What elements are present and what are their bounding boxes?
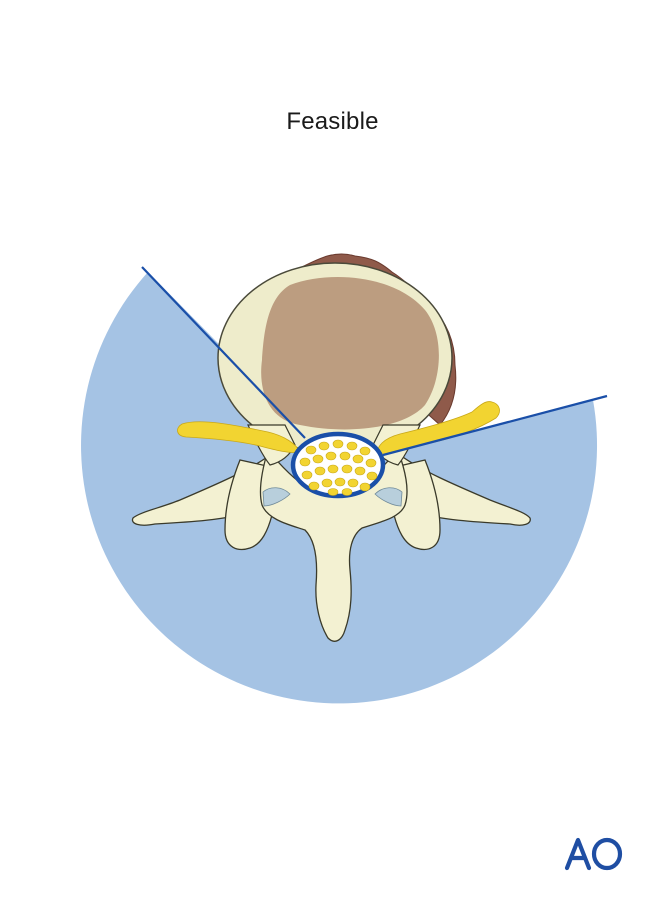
left-trajectory-line (141, 266, 306, 439)
vertebral-body (217, 253, 457, 454)
figure-title: Feasible (286, 108, 379, 135)
left-facet-cartilage (262, 487, 291, 507)
vertebral-body-core (261, 277, 439, 430)
right-facet-cartilage (374, 487, 403, 507)
ao-logo: AO (564, 837, 623, 871)
spinal-canal (290, 431, 386, 499)
right-trajectory-line (382, 394, 608, 457)
left-nerve-root (177, 421, 301, 453)
cauda-equina-rootlets (299, 439, 378, 496)
